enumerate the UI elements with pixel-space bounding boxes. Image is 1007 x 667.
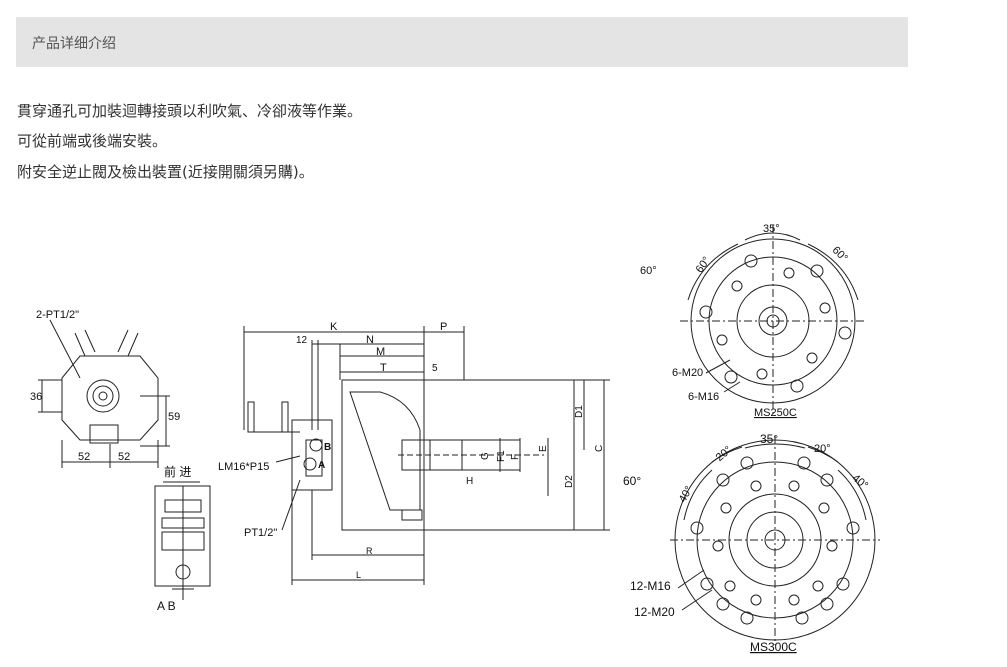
dim-59: 59 — [168, 411, 180, 423]
ms300c-angle-60-left: 60° — [623, 474, 641, 488]
dim-L: L — [356, 570, 361, 580]
dim-D1: D1 — [574, 405, 585, 418]
ms250c-model: MS250C — [754, 407, 797, 419]
ms300c-angle-40b: 40° — [850, 472, 870, 492]
dim-P: P — [440, 321, 447, 333]
dim-C: C — [594, 445, 605, 452]
direction-label: 前 进 — [164, 464, 191, 479]
main-section-view: K P 12 N M T 5 LM16*P15 PT1/2" B A G F1 … — [218, 321, 610, 585]
ms300c-model: MS300C — [750, 640, 797, 654]
ms300c-angle-35: 35° — [760, 432, 778, 446]
dim-F: F — [510, 454, 521, 460]
dim-F1: F1 — [496, 450, 507, 462]
dim-K: K — [330, 321, 338, 333]
dim-H: H — [466, 476, 473, 487]
port-B-label: B — [324, 442, 331, 453]
ms300c-angle-40a: 40° — [677, 484, 696, 504]
ms250c-angle-60b: 60° — [830, 244, 850, 264]
dim-5: 5 — [432, 363, 438, 374]
ms250c-angle-60-left: 60° — [640, 265, 657, 277]
valve-diagram: 前 进 A B — [154, 464, 211, 613]
description-line-1: 貫穿通孔可加裝迴轉接頭以利吹氣、冷卻液等作業。 — [17, 102, 363, 120]
dim-M: M — [376, 346, 385, 358]
port-A-label: A — [318, 460, 325, 471]
thread-label: LM16*P15 — [218, 461, 269, 473]
ms250c-angle-60a: 60° — [694, 255, 713, 276]
ms300c-hole-m16: 12-M16 — [630, 579, 671, 593]
dim-N: N — [366, 334, 374, 346]
ms250c-hole-m20: 6-M20 — [672, 367, 703, 379]
ms250c-hole-m16: 6-M16 — [688, 391, 719, 403]
dim-52-right: 52 — [118, 451, 130, 463]
dim-36: 36 — [30, 391, 42, 403]
dim-52-left: 52 — [78, 451, 90, 463]
dim-D2: D2 — [564, 475, 575, 488]
description-line-2: 可從前端或後端安裝。 — [17, 132, 168, 150]
section-header: 产品详细介绍 — [16, 17, 908, 67]
ms250c-angle-35: 35° — [763, 223, 780, 235]
section-title: 产品详细介绍 — [32, 36, 116, 52]
port-label: 2-PT1/2" — [36, 309, 79, 321]
dim-12: 12 — [296, 335, 308, 346]
side-view: 2-PT1/2" 36 59 52 52 — [30, 309, 180, 468]
ms300c-angle-20b: 20° — [814, 443, 831, 455]
ms250c-flange: 35° 60° 60° 60° 6-M20 6-M16 MS250C — [640, 223, 866, 419]
description-line-3: 附安全逆止閥及檢出裝置(近接開關須另購)。 — [17, 163, 314, 181]
ms300c-hole-m20: 12-M20 — [634, 605, 675, 619]
dim-G: G — [480, 452, 491, 460]
ms300c-angle-20a: 20° — [714, 444, 734, 464]
dim-R: R — [366, 546, 373, 556]
dim-E: E — [538, 445, 549, 452]
ports-label: A B — [157, 599, 176, 613]
pipe-label: PT1/2" — [244, 527, 277, 539]
dim-T: T — [380, 362, 387, 374]
ms300c-flange: 35° 20° 20° 40° 40° 60° 12-M16 12-M20 MS… — [623, 432, 880, 654]
